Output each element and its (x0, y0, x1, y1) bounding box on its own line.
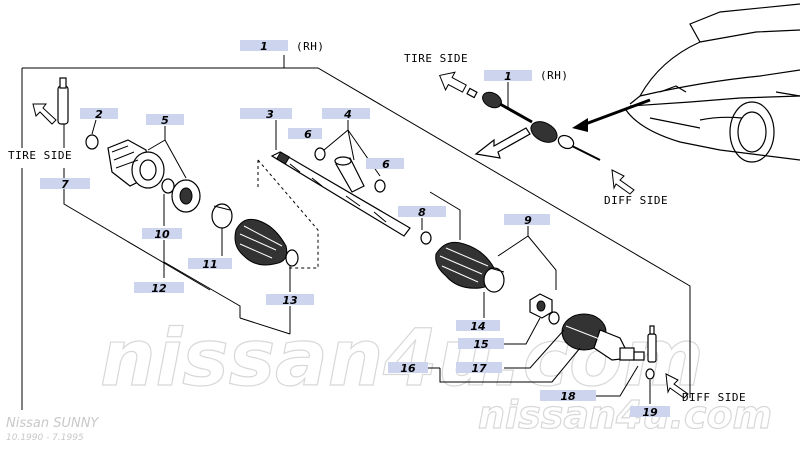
label-15: 15 (473, 338, 489, 351)
label-box-1 (240, 40, 288, 51)
part-19-ring (645, 368, 655, 380)
label-17: 17 (471, 362, 487, 375)
arrow-diff-side-top-icon (611, 169, 635, 195)
part-8-clamp (420, 231, 432, 245)
tire-side-label-left: TIRE SIDE (8, 149, 72, 162)
arrow-diff-side-bottom-icon (665, 373, 689, 399)
arrow-tire-side-left-icon (32, 103, 57, 125)
watermark-small: nissan4u.com (478, 393, 772, 437)
label-6a: 6 (304, 128, 312, 141)
label-7: 7 (61, 178, 69, 191)
car-front-illustration (625, 3, 800, 163)
caption-years: 10.1990 - 7.1995 (6, 433, 84, 443)
label-4: 4 (343, 108, 352, 121)
label-2: 2 (95, 108, 103, 121)
label-12: 12 (151, 282, 167, 295)
tire-side-label-top: TIRE SIDE (404, 52, 468, 65)
label-1b-rh: (RH) (540, 69, 569, 82)
outer-boot (234, 218, 288, 266)
part-13-ring (285, 249, 299, 267)
label-1-rh: (RH) (296, 40, 325, 53)
label-16: 16 (400, 362, 416, 375)
label-5: 5 (161, 114, 169, 127)
label-11: 11 (202, 258, 217, 271)
label-10: 10 (154, 228, 170, 241)
part-19-stub (647, 325, 657, 363)
label-18: 18 (560, 390, 576, 403)
label-8: 8 (418, 206, 426, 219)
assembly-outline (22, 67, 691, 398)
car-pointer-line (579, 98, 651, 128)
arrow-pointer-shaft-icon (474, 127, 531, 159)
label-6b: 6 (382, 158, 390, 171)
part-5-ring (161, 178, 175, 194)
diff-side-label-top: DIFF SIDE (604, 194, 668, 207)
part-2-ring (85, 134, 99, 150)
part-15-tripod (529, 293, 553, 319)
label-13: 13 (282, 294, 298, 307)
damper-weight (334, 156, 365, 193)
arrow-tire-side-top-icon (438, 71, 467, 93)
part-15-ring (548, 311, 560, 325)
label-14: 14 (470, 320, 485, 333)
label-9: 9 (524, 214, 532, 227)
part-6-clip-right (374, 179, 386, 193)
label-1: 1 (260, 40, 268, 53)
part-5-bearing (171, 179, 201, 213)
inner-cv-housing (561, 313, 645, 361)
center-shaft (270, 151, 411, 237)
caption-model: Nissan SUNNY (6, 416, 99, 431)
label-19: 19 (642, 406, 658, 419)
outer-cv-joint (107, 139, 165, 189)
part-14-clamp (483, 267, 505, 293)
diff-side-label-bottom: DIFF SIDE (682, 391, 746, 404)
overview-drive-shaft (466, 87, 601, 161)
label-1b: 1 (504, 70, 512, 83)
label-3: 3 (266, 108, 274, 121)
part-6-clip-left (314, 147, 326, 161)
